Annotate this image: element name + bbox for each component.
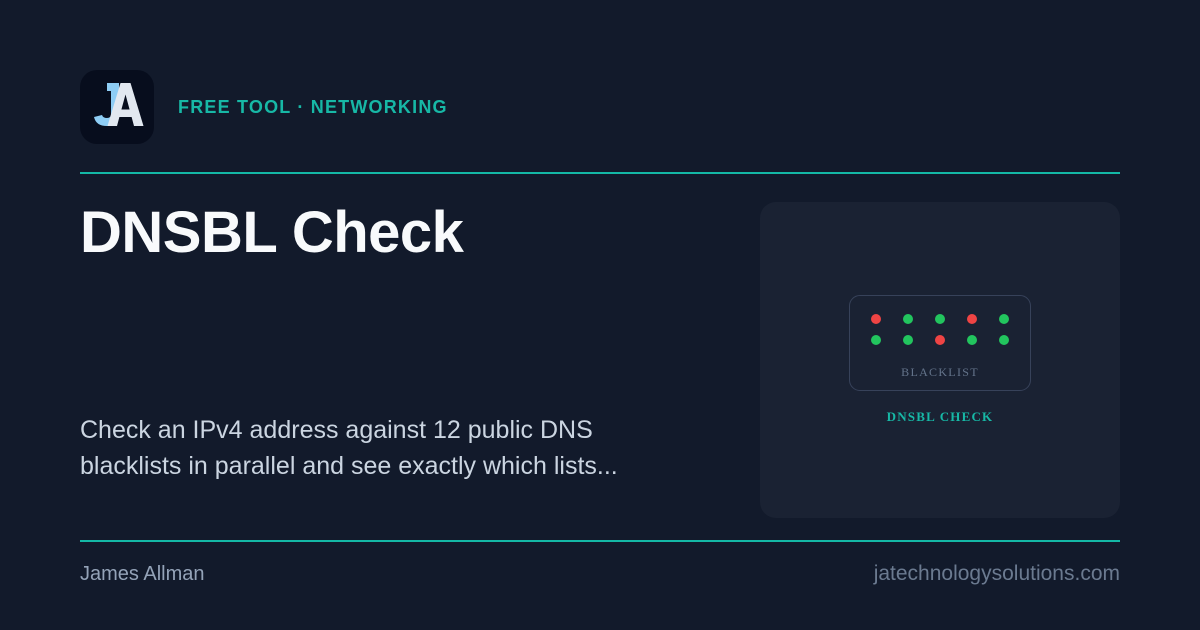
ja-monogram-logo: [80, 70, 154, 144]
footer: James Allman jatechnologysolutions.com: [80, 542, 1120, 630]
status-dot-row: [871, 335, 1009, 345]
status-dot-row: [871, 314, 1009, 324]
status-dot-pass: [903, 335, 913, 345]
blacklist-status-panel: BLACKLIST: [849, 295, 1031, 391]
content-left: DNSBL Check Check an IPv4 address agains…: [80, 200, 700, 518]
status-dot-pass: [871, 335, 881, 345]
card-caption: DNSBL CHECK: [886, 409, 994, 424]
header: FREE TOOL · NETWORKING: [80, 0, 1120, 172]
page-description: Check an IPv4 address against 12 public …: [80, 415, 618, 480]
page-title: DNSBL Check: [80, 200, 464, 265]
status-dot-fail: [871, 314, 881, 324]
content-area: DNSBL Check Check an IPv4 address agains…: [80, 174, 1120, 540]
status-dot-pass: [935, 314, 945, 324]
status-dot-pass: [903, 314, 913, 324]
top-divider: [80, 172, 1120, 174]
status-dot-pass: [967, 335, 977, 345]
status-dot-fail: [935, 335, 945, 345]
status-dot-pass: [999, 314, 1009, 324]
footer-site-url: jatechnologysolutions.com: [873, 562, 1120, 585]
preview-card: BLACKLIST DNSBL CHECK: [760, 202, 1120, 518]
footer-author: James Allman: [80, 562, 205, 585]
panel-label: BLACKLIST: [901, 365, 979, 379]
bottom-divider: [80, 540, 1120, 542]
status-dot-pass: [999, 335, 1009, 345]
eyebrow-label: FREE TOOL · NETWORKING: [178, 96, 448, 117]
status-dot-fail: [967, 314, 977, 324]
